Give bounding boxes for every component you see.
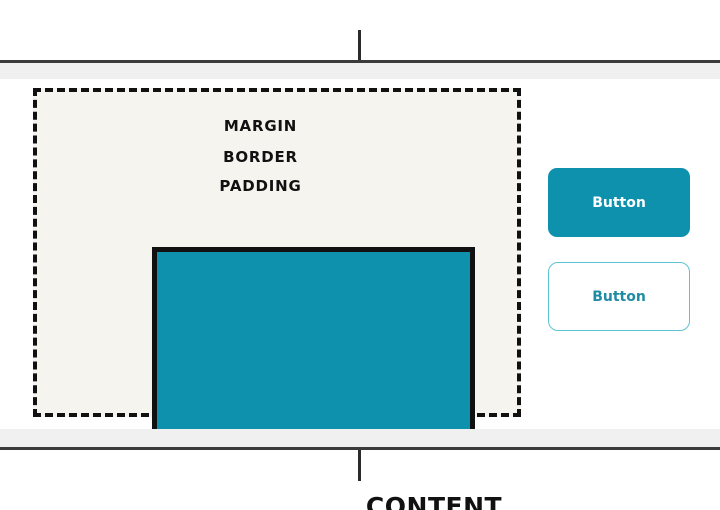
top-connector-stem-icon: [358, 30, 361, 61]
top-gray-band: [0, 63, 720, 79]
secondary-button[interactable]: Button: [548, 262, 690, 331]
padding-label: PADDING: [219, 177, 302, 195]
primary-button[interactable]: Button: [548, 168, 690, 237]
border-label: BORDER: [223, 148, 298, 166]
content-label: CONTENT: [365, 491, 503, 510]
bottom-connector-stem-icon: [358, 450, 361, 481]
border-region: CONTENT: [152, 247, 559, 510]
margin-region: CONTENT: [33, 88, 559, 510]
content-region: CONTENT: [309, 464, 559, 510]
bottom-gray-band: [0, 429, 720, 447]
margin-label: MARGIN: [223, 117, 298, 135]
bottom-horizontal-rule: [0, 447, 720, 450]
top-horizontal-rule: [0, 60, 720, 63]
